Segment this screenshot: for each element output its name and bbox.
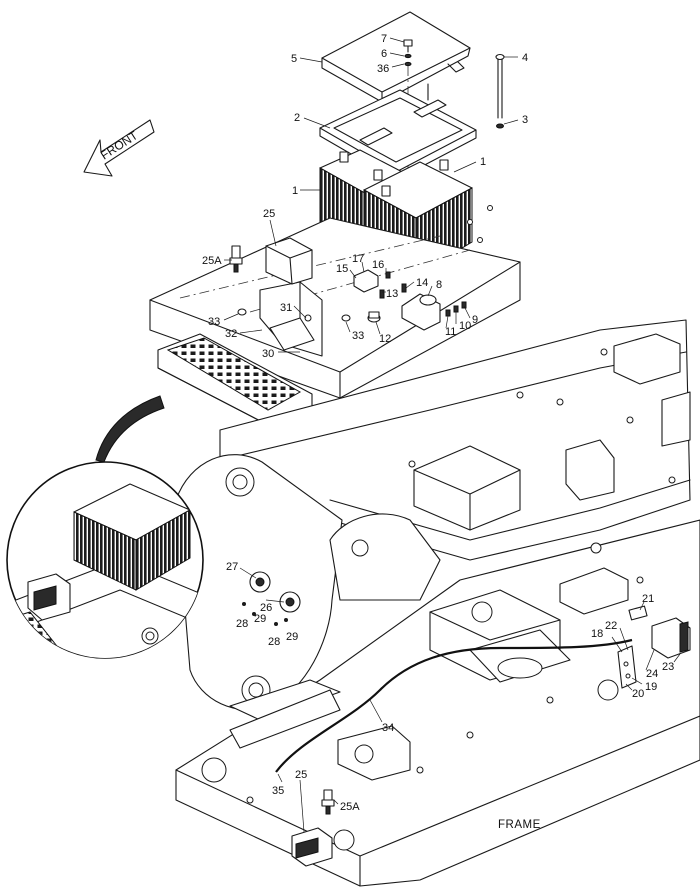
callout-34: 34 [382,722,394,734]
callout-32: 32 [225,328,237,340]
frame-caption: FRAME [498,819,541,831]
callout-29-b: 29 [286,631,298,643]
callout-8: 8 [436,279,442,291]
battery-relay [401,293,441,331]
callout-14: 14 [416,277,428,289]
callout-6: 6 [381,48,387,60]
battery-cover [321,11,471,103]
callout-16: 16 [372,259,384,271]
nut [341,314,351,322]
callout-19: 19 [645,681,657,693]
detail-view-circle [6,461,204,659]
callout-18: 18 [591,628,603,640]
callout-33-right: 33 [352,330,364,342]
work-lamp-top [265,237,313,285]
work-lamp-bottom [291,827,333,867]
callout-26: 26 [260,602,272,614]
callout-28-a: 28 [236,618,248,630]
callout-23: 23 [662,661,674,673]
wiring-harness [275,638,633,773]
callout-22: 22 [605,620,617,632]
long-bolt [495,53,505,119]
callout-labels: 7 6 36 5 4 2 3 1 1 25 25A 17 16 15 13 14… [202,33,674,813]
callout-25-bottom: 25 [295,769,307,781]
front-direction-arrow: FRONT [83,119,155,177]
callout-33-left: 33 [208,316,220,328]
nut [237,308,247,316]
callout-13: 13 [386,288,398,300]
callout-11: 11 [445,326,456,338]
callout-25-top: 25 [263,208,275,220]
callout-25A-bottom: 25A [340,801,360,813]
callout-7: 7 [381,33,387,45]
callout-25A-top: 25A [202,255,222,267]
callout-31: 31 [280,302,292,314]
leader-lines [223,37,681,833]
lamp-bulb-bottom [321,789,335,815]
callout-2: 2 [294,112,300,124]
callout-12: 12 [379,333,391,345]
callout-24: 24 [646,668,658,680]
battery-hold-frame [319,83,477,181]
callout-29-a: 29 [254,613,266,625]
callout-15: 15 [336,263,348,275]
pulley-assembly [242,571,301,626]
callout-20: 20 [632,688,644,700]
callout-1-right: 1 [480,156,486,168]
callout-5: 5 [291,53,297,65]
callout-1-left: 1 [292,185,298,197]
upper-frame [219,319,691,561]
fuse-holder [353,269,379,293]
callout-17: 17 [352,253,364,265]
callout-27: 27 [226,561,238,573]
callout-21: 21 [642,593,654,605]
nut [496,123,504,129]
callout-9: 9 [472,314,478,326]
callout-28-b: 28 [268,636,280,648]
horn-unit [651,617,691,659]
lamp-bulb-top [229,245,243,273]
connector-block [628,605,648,621]
callout-4: 4 [522,52,528,64]
callout-35: 35 [272,785,284,797]
lower-frame [175,519,700,887]
callout-10: 10 [459,320,471,332]
small-relay [367,311,381,323]
callout-3: 3 [522,114,528,126]
detail-arrow [95,395,165,463]
callout-30: 30 [262,348,274,360]
callout-36: 36 [377,63,389,75]
